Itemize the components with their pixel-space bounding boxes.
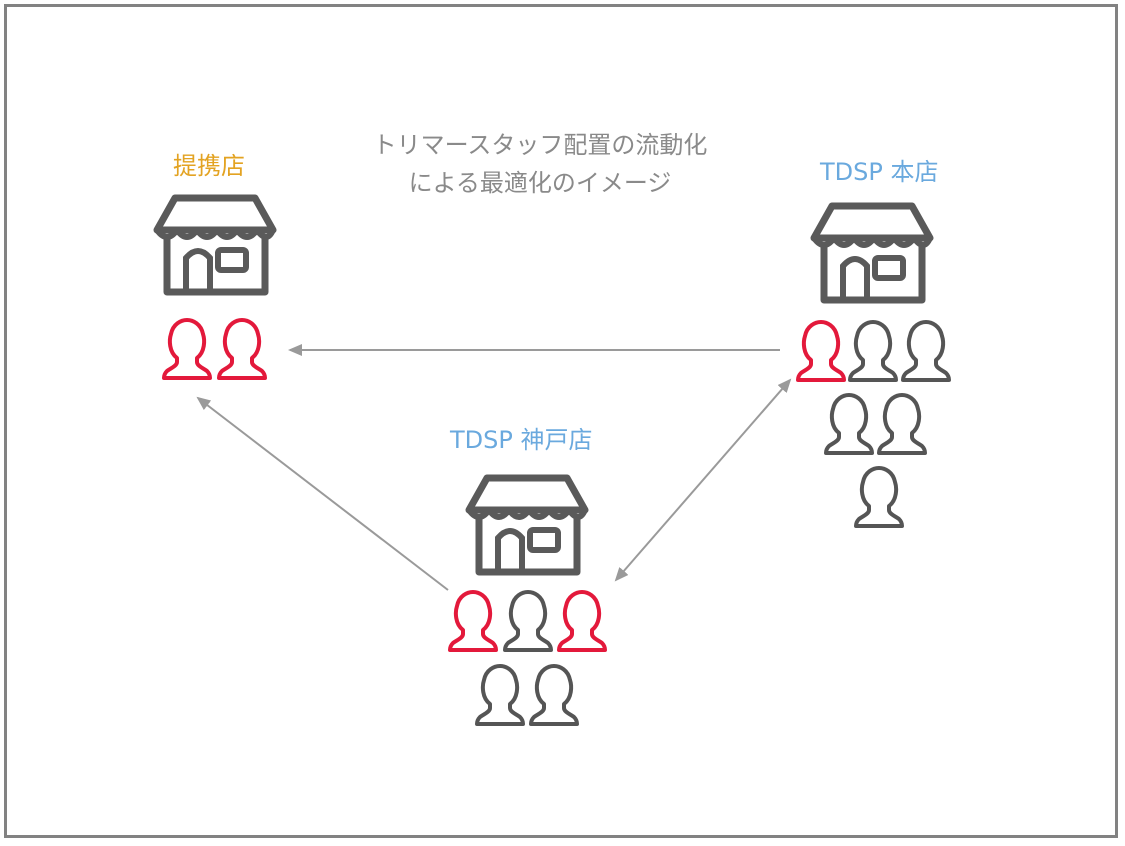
caption-line-2: による最適化のイメージ [408,169,672,197]
kobe-staff-person-icon [503,590,553,652]
main-staff-person-icon [877,393,927,455]
main-staff-person-icon [824,393,874,455]
main-storefront-icon [814,206,930,300]
partner-storefront-icon [157,198,273,292]
arrow-kobe-to-main [614,378,792,582]
main-staff-person-icon [901,320,951,382]
kobe-store-label: TDSP 神戸店 [450,426,593,454]
diagram-caption: トリマースタッフ配置の流動化 による最適化のイメージ [330,126,750,202]
kobe-staff-person-icon [529,664,579,726]
diagram-frame [4,4,1118,838]
main-staff-person-icon [854,466,904,528]
partner-store-label: 提携店 [173,152,245,180]
arrows-layer [196,344,792,591]
main-staff-person-icon [848,320,898,382]
kobe-staff-person-icon [448,590,498,652]
caption-line-1: トリマースタッフ配置の流動化 [372,131,708,159]
kobe-storefront-icon [469,478,585,572]
partner-staff-person-icon [162,318,212,380]
partner-staff-person-icon [217,318,267,380]
main-store-label: TDSP 本店 [820,158,939,186]
kobe-staff-person-icon [557,590,607,652]
arrow-kobe-to-partner [196,396,449,591]
staff-layer [162,318,951,726]
kobe-staff-person-icon [475,664,525,726]
main-staff-person-icon [796,320,846,382]
